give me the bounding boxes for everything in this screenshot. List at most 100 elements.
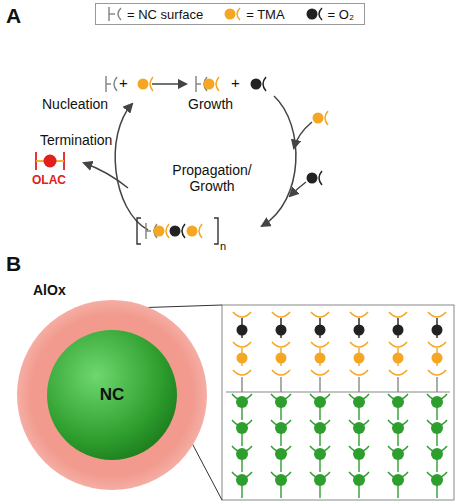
symbol-stroke: [237, 325, 248, 336]
symbol-stroke: [272, 312, 290, 317]
symbol-stroke: [428, 312, 446, 317]
symbol-stroke: [393, 325, 404, 336]
legend-text: = O₂: [328, 7, 354, 22]
atom-dot: [154, 226, 165, 237]
atom-dot: [204, 79, 215, 90]
symbol-stroke: [392, 474, 404, 486]
symbol-stroke: [275, 474, 287, 486]
symbol-stroke: [182, 224, 185, 238]
plus-sign: +: [231, 74, 240, 91]
symbol-stroke: [263, 77, 266, 91]
symbol-stroke: [353, 422, 365, 434]
shell-layer: AlOxNC: [17, 300, 207, 490]
symbol-stroke: [353, 448, 365, 460]
step-label: Nucleation: [42, 96, 108, 112]
symbol-stroke: [350, 342, 368, 347]
symbol-stroke: [146, 230, 151, 232]
atom-dot: [187, 226, 198, 237]
symbol-stroke: [275, 448, 287, 460]
node-text: AlOx: [33, 282, 66, 298]
symbol-stroke: [314, 396, 326, 408]
symbol-stroke: [236, 448, 248, 460]
oxygen-symbol: [305, 5, 325, 23]
surface-symbol: [106, 5, 124, 23]
atom-dot: [307, 173, 318, 184]
symbol-stroke: [431, 422, 443, 434]
symbol-stroke: [275, 422, 287, 434]
node-text: NC: [100, 385, 125, 405]
atom-dot: [138, 79, 149, 90]
symbol-stroke: [233, 370, 251, 375]
symbol-stroke: [236, 422, 248, 434]
symbol-stroke: [431, 396, 443, 408]
symbol-stroke: [314, 448, 326, 460]
symbol-stroke: [350, 370, 368, 375]
symbol-stroke: [428, 342, 446, 347]
olac-dot: [44, 155, 57, 168]
symbol-stroke: [237, 353, 248, 364]
repeat-index: n: [220, 240, 226, 253]
symbol-stroke: [272, 370, 290, 375]
symbol-stroke: [431, 448, 443, 460]
symbol-stroke: [216, 77, 219, 91]
symbol-stroke: [353, 396, 365, 408]
symbol-stroke: [350, 312, 368, 317]
molecule-label: OLAC: [32, 174, 66, 188]
atom-dot: [170, 226, 181, 237]
symbol-stroke: [432, 353, 443, 364]
symbol-stroke: [272, 342, 290, 347]
panel-letter: B: [6, 252, 21, 276]
symbol-stroke: [392, 422, 404, 434]
symbol-stroke: [276, 353, 287, 364]
symbol-stroke: [432, 325, 443, 336]
symbol-stroke: [226, 391, 450, 392]
step-label: Propagation/ Growth: [162, 162, 262, 194]
symbol-stroke: [315, 353, 326, 364]
legend-box: = NC surface = TMA = O₂: [95, 3, 365, 25]
tma-symbol: [223, 5, 243, 23]
symbol-stroke: [236, 474, 248, 486]
symbol-stroke: [315, 325, 326, 336]
symbol-stroke: [397, 377, 398, 392]
atom-dot: [251, 79, 262, 90]
symbol-stroke: [196, 83, 201, 85]
symbol-stroke: [389, 342, 407, 347]
step-label: Termination: [40, 132, 112, 148]
symbol-stroke: [428, 370, 446, 375]
nanocrystal-sphere: NC: [47, 330, 177, 460]
symbol-stroke: [114, 77, 117, 91]
symbol-stroke: [311, 312, 329, 317]
legend-text: = TMA: [246, 7, 284, 22]
symbol-stroke: [392, 396, 404, 408]
symbol-stroke: [325, 111, 328, 125]
legend-item: = NC surface: [106, 5, 203, 23]
symbol-stroke: [150, 77, 153, 91]
symbol-stroke: [354, 353, 365, 364]
symbol-stroke: [311, 342, 329, 347]
panel-letter: A: [6, 4, 21, 28]
symbol-stroke: [241, 377, 242, 392]
symbol-stroke: [319, 171, 322, 185]
symbol-stroke: [393, 353, 404, 364]
symbol-stroke: [358, 377, 359, 392]
atom-dot: [313, 113, 324, 124]
legend-text: = NC surface: [127, 7, 203, 22]
legend-item: = TMA: [223, 5, 284, 23]
plus-sign: +: [119, 74, 128, 91]
symbol-stroke: [280, 377, 281, 392]
symbol-stroke: [236, 396, 248, 408]
legend-item: = O₂: [305, 5, 354, 23]
symbol-stroke: [319, 377, 320, 392]
symbol-stroke: [392, 448, 404, 460]
step-label: Growth: [188, 96, 233, 112]
symbol-stroke: [106, 83, 111, 85]
symbol-stroke: [431, 474, 443, 486]
symbol-stroke: [311, 370, 329, 375]
symbol-stroke: [314, 422, 326, 434]
symbol-stroke: [389, 370, 407, 375]
symbol-stroke: [314, 474, 326, 486]
symbol-stroke: [389, 312, 407, 317]
symbol-stroke: [436, 377, 437, 392]
symbol-stroke: [166, 224, 169, 238]
symbol-stroke: [233, 342, 251, 347]
